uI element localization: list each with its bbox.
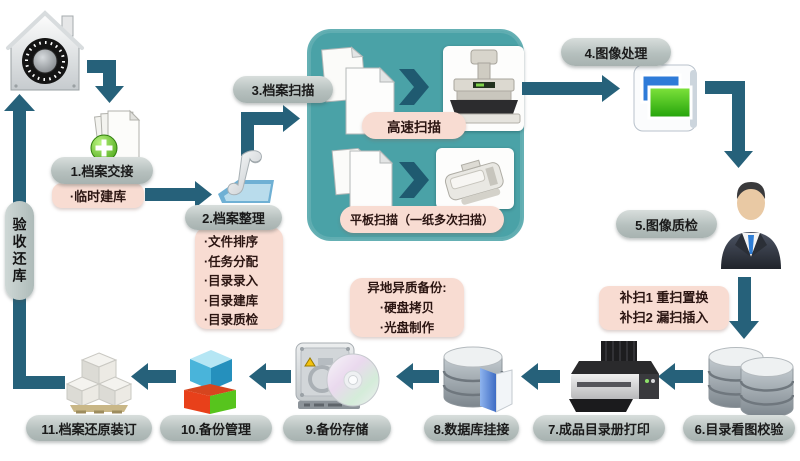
arrow-s4-to-s5-v (732, 81, 745, 153)
temp-database-note: ·临时建库 (52, 183, 144, 208)
database-stack-icon (707, 347, 794, 418)
arrow-s3-to-s4-head (602, 75, 620, 102)
arrow-s1-to-s2-head (195, 181, 212, 208)
rescan-line: 补扫2 漏扫插入 (619, 310, 709, 325)
step3-label: 3.档案扫描 (233, 76, 333, 103)
image-files-icon (633, 64, 697, 132)
packed-boxes-icon (66, 352, 132, 414)
arrow-s8-to-s9 (411, 370, 439, 383)
arrow-s2-to-s3-h (241, 112, 285, 125)
harddisk-cd-icon (295, 342, 380, 409)
paper-sheets-icon (331, 148, 394, 208)
rescan-note: 补扫1 重扫置换 补扫2 漏扫插入 (599, 286, 729, 330)
organize-note-list: ·文件排序 ·任务分配 ·目录录入 ·目录建库 ·目录质检 (195, 227, 283, 329)
arrow-house-to-s1-v (103, 60, 116, 88)
arrow-s3-to-s4 (522, 82, 604, 95)
high-speed-scan-label: 高速扫描 (362, 112, 466, 139)
arrow-s5-to-s6 (738, 277, 751, 323)
step6-label: 6.目录看图校验 (683, 415, 795, 441)
color-blocks-icon (184, 350, 236, 414)
arrow-s5-to-s6-head (729, 321, 759, 339)
overhead-scanner-icon (447, 49, 521, 124)
return-to-storage-label: 验收还库 (5, 201, 34, 300)
organize-item: ·文件排序 (204, 235, 259, 249)
step1-label: 1.档案交接 (51, 157, 153, 184)
offsite-backup-note: 异地异质备份: ·硬盘拷贝 ·光盘制作 (350, 278, 464, 337)
step8-label: 8.数据库挂接 (424, 415, 519, 441)
step10-label: 10.备份管理 (160, 415, 272, 441)
arrow-s7-to-s8 (536, 370, 560, 383)
step11-label: 11.档案还原装订 (26, 415, 152, 441)
arrow-s4-to-s5-head (724, 151, 753, 168)
printer-icon (569, 341, 659, 412)
organize-item: ·目录录入 (204, 274, 259, 288)
organize-item: ·目录建库 (204, 293, 259, 308)
document-add-icon (90, 109, 141, 162)
offsite-title: 异地异质备份: (367, 280, 447, 295)
high-speed-scanner-photo (443, 46, 524, 131)
flatbed-scanner-icon (444, 159, 504, 205)
arrow-s2-to-s3-head (283, 105, 300, 132)
offsite-item: ·硬盘拷贝 (379, 300, 435, 315)
step2-label: 2.档案整理 (185, 205, 282, 230)
arrow-s6-to-s7 (673, 370, 703, 383)
database-folder-icon (442, 346, 513, 413)
return-flow-arrowhead-up (4, 94, 35, 111)
flatbed-scan-label: 平板扫描（一纸多次扫描） (340, 206, 504, 233)
arrow-house-to-s1-head (95, 86, 124, 103)
rescan-line: 补扫1 重扫置换 (619, 290, 709, 305)
step5-label: 5.图像质检 (616, 210, 717, 238)
step4-label: 4.图像处理 (561, 38, 671, 66)
flatbed-scanner-photo (436, 148, 514, 209)
step7-label: 7.成品目录册打印 (533, 415, 665, 441)
return-flow-line-bottom (13, 376, 65, 389)
organize-item: ·任务分配 (204, 254, 259, 269)
inspector-person-icon (721, 182, 781, 269)
arrow-s10-to-s11 (146, 370, 176, 383)
scroll-documents-icon (218, 150, 274, 203)
offsite-item: ·光盘制作 (379, 320, 435, 335)
arrow-s9-to-s10 (264, 370, 291, 383)
organize-item: ·目录质检 (204, 313, 259, 327)
arrow-s1-to-s2 (145, 188, 197, 201)
step9-label: 9.备份存储 (283, 415, 391, 441)
house-safe-icon (6, 10, 84, 91)
